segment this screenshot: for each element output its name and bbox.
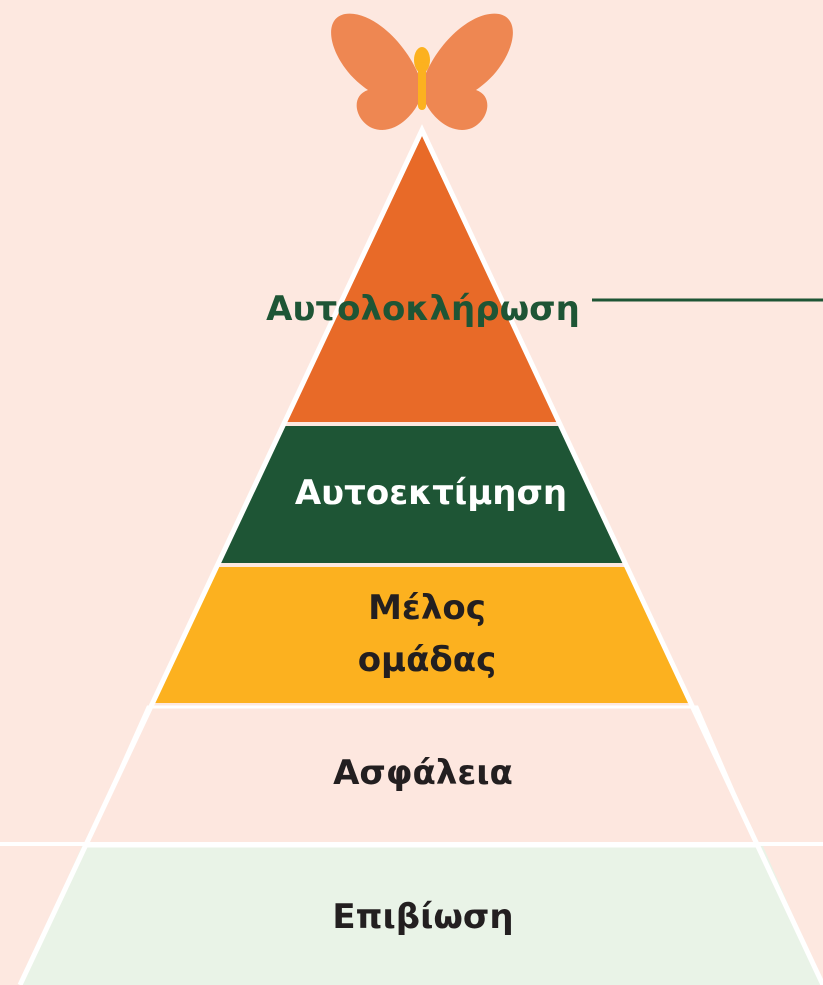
tier-top bbox=[287, 136, 557, 422]
butterfly-icon bbox=[331, 13, 513, 130]
tier-esteem bbox=[219, 426, 623, 563]
tier-belonging bbox=[150, 567, 690, 703]
label-survival: Επιβίωση bbox=[332, 897, 513, 937]
pyramid-outline bbox=[17, 124, 823, 985]
label-belonging-line1: Μέλος bbox=[368, 588, 486, 628]
label-self-actualization: Αυτολοκλήρωση bbox=[266, 289, 580, 329]
label-self-esteem: Αυτοεκτίμηση bbox=[295, 473, 567, 513]
tier-survival bbox=[20, 846, 823, 985]
label-safety: Ασφάλεια bbox=[333, 753, 513, 793]
label-belonging-line2: ομάδας bbox=[358, 640, 497, 680]
